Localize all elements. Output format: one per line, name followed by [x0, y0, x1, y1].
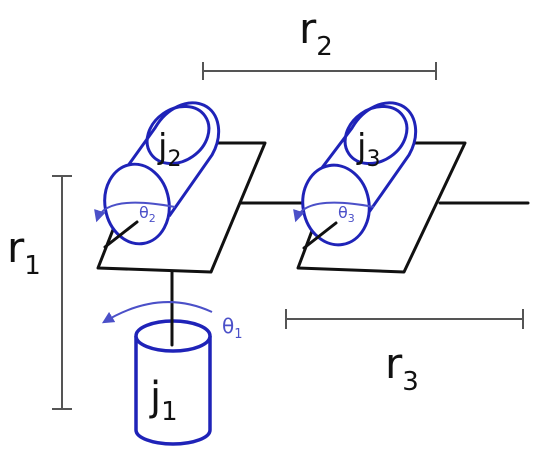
shaft-j3	[302, 221, 338, 250]
label-j3: j3	[356, 127, 380, 172]
label-r1: r1	[7, 223, 41, 281]
rotation-arrow-theta3	[293, 201, 375, 223]
r1-dimension	[52, 175, 72, 410]
label-r2: r2	[299, 4, 333, 62]
shaft-j2	[103, 220, 139, 249]
joint-j3-cylinder	[301, 101, 418, 247]
rotation-arrow-theta1	[101, 301, 213, 324]
label-theta1: θ1	[222, 314, 243, 342]
label-j2: j2	[157, 127, 181, 172]
rotation-arrow-theta2	[94, 201, 176, 223]
joint-j2-cylinder	[103, 101, 221, 246]
label-j1: j1	[149, 374, 178, 427]
label-r3: r3	[385, 339, 419, 397]
r3-dimension	[285, 309, 524, 329]
label-theta2: θ2	[139, 203, 156, 225]
label-theta3: θ3	[338, 203, 355, 225]
r2-dimension	[202, 62, 437, 80]
